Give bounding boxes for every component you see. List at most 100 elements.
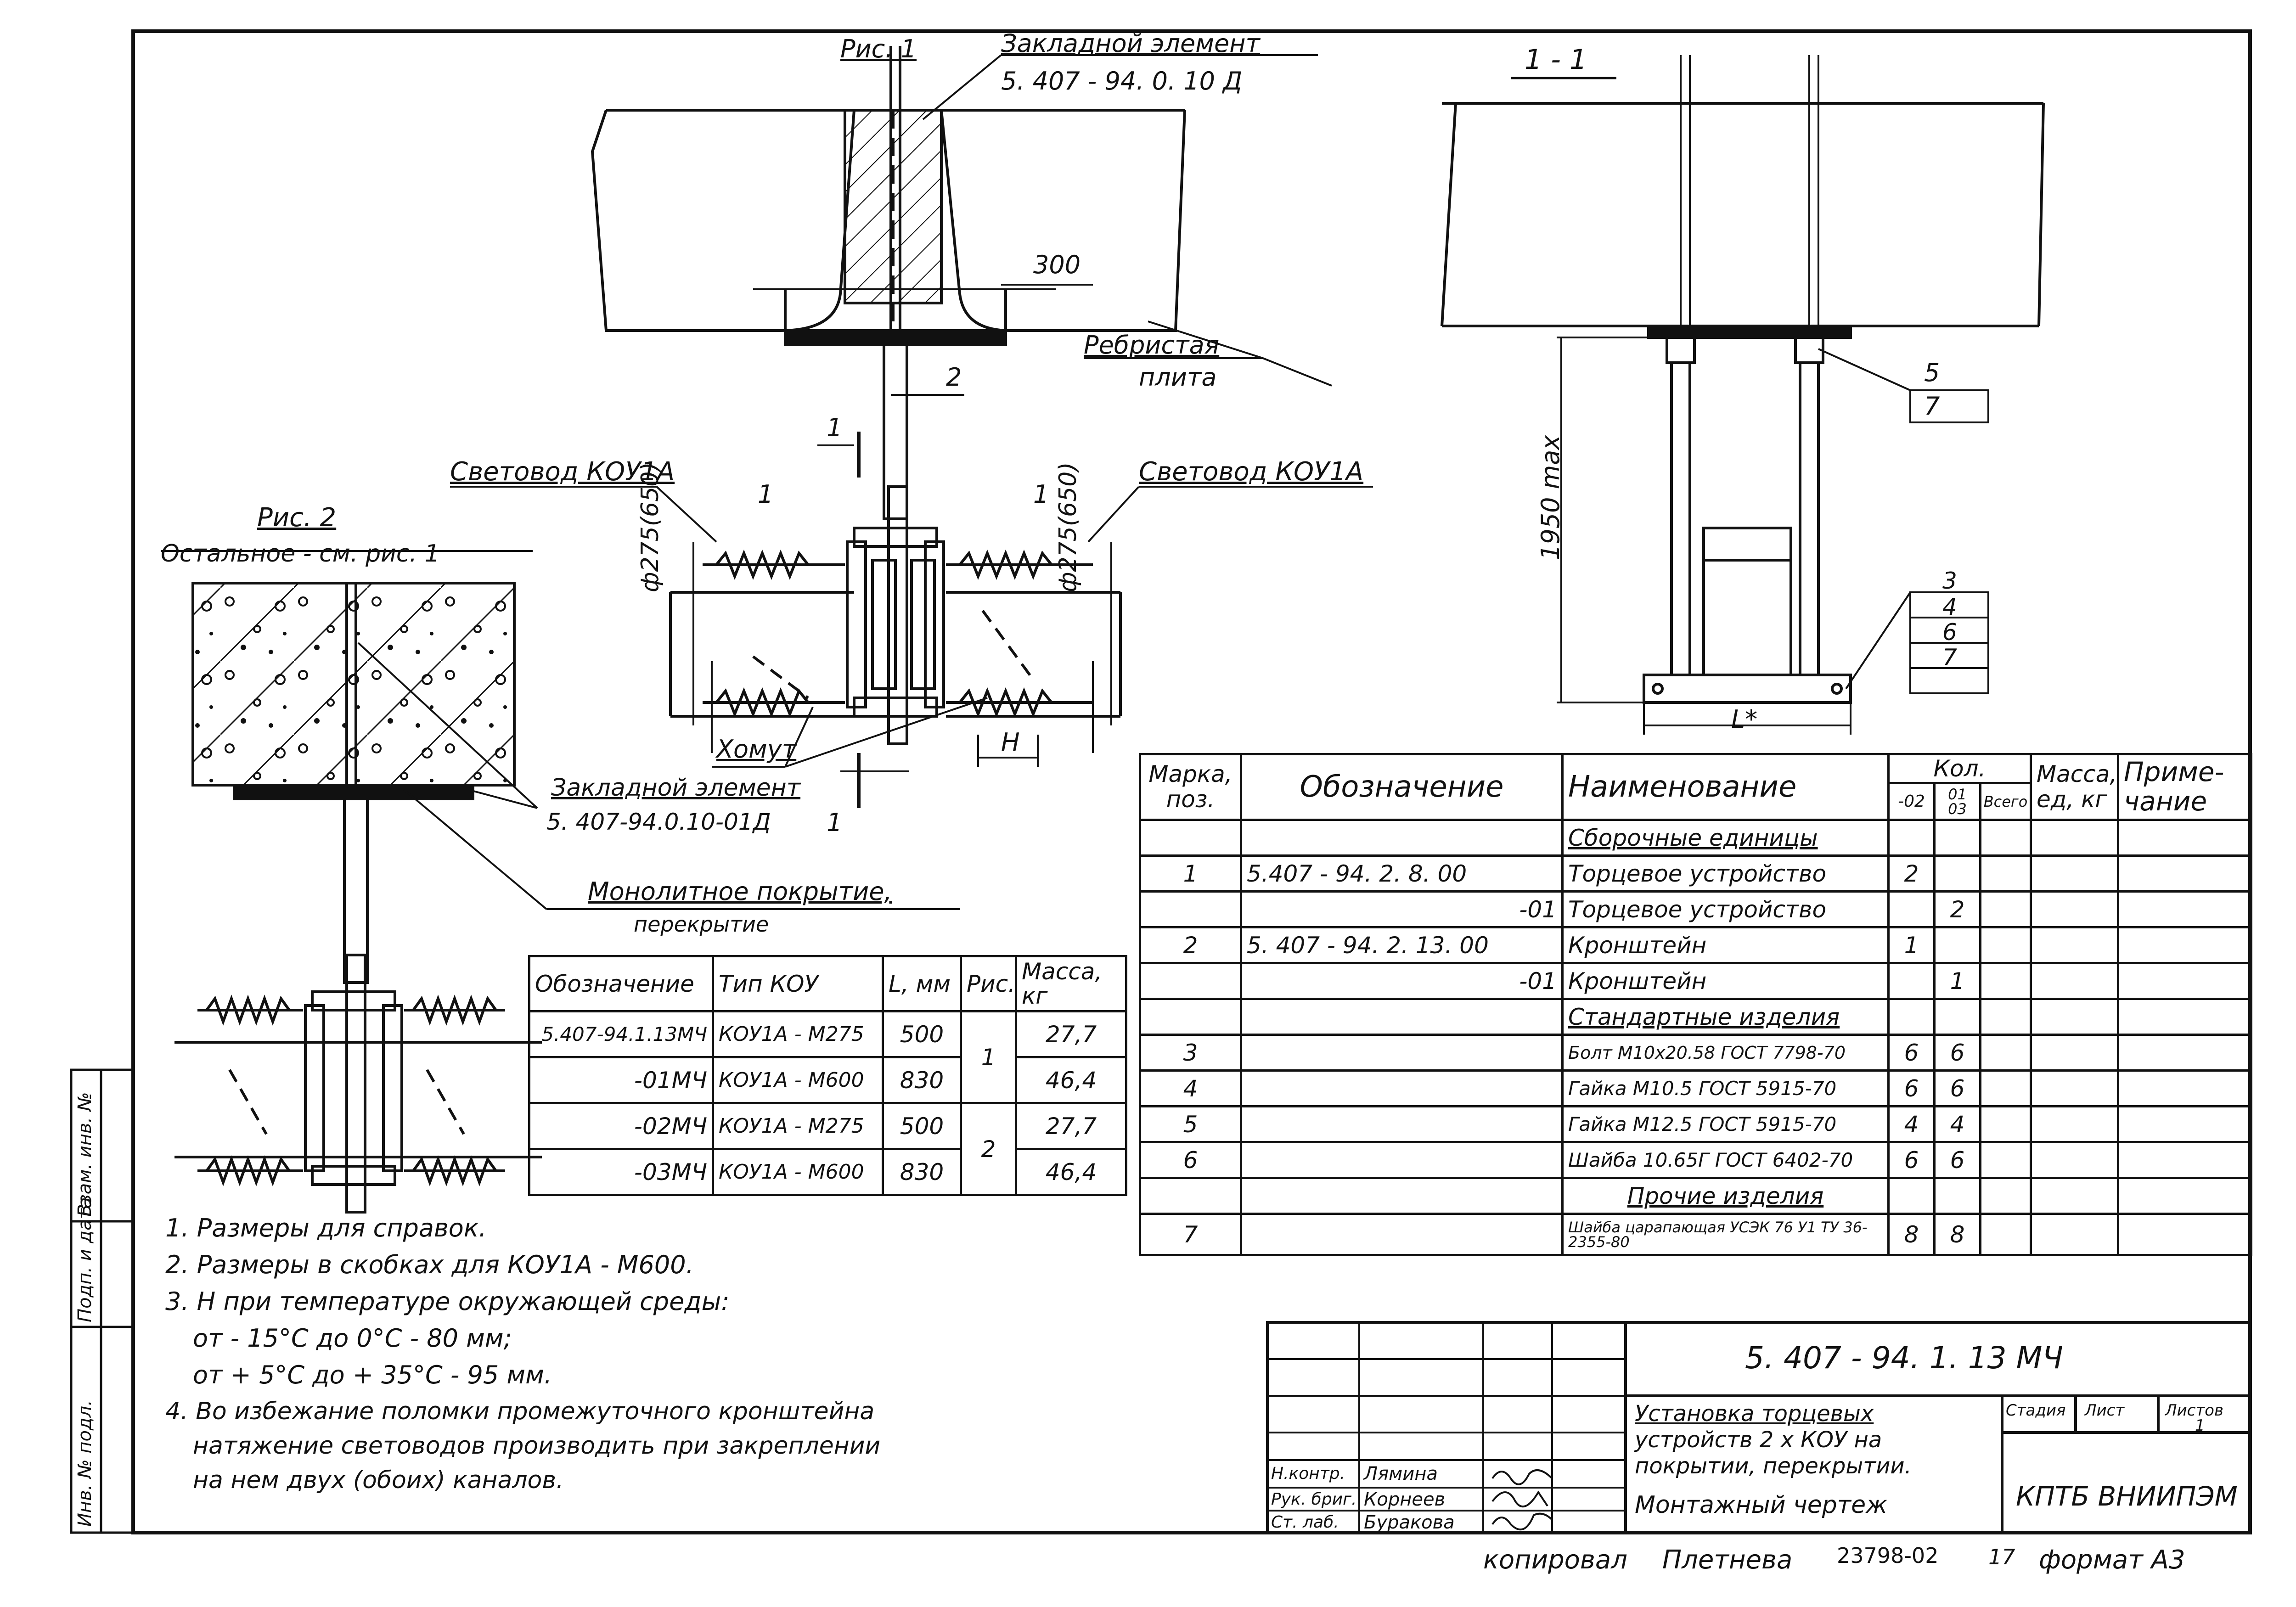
fig1-section-mark: 1: [827, 413, 843, 442]
fig1-embedded-code: 5. 407 - 94. 0. 10 Д: [1001, 67, 1243, 96]
spec-pos: 3: [1139, 1034, 1242, 1072]
person-name: Корнеев: [1364, 1489, 1446, 1510]
spec-q1: 6: [1887, 1034, 1936, 1072]
variant-mass: 27,7: [1015, 1010, 1127, 1058]
spec-pos: [1139, 890, 1242, 928]
fig2-note: Остальное - см. рис. 1: [161, 540, 440, 568]
spec-q2: 6: [1933, 1141, 1981, 1179]
variant-type: КОУ1А - М275: [712, 1102, 884, 1150]
variant-l: 500: [882, 1010, 962, 1058]
spec-pos: [1139, 998, 1242, 1036]
spec-header-name: Наименование: [1561, 753, 1890, 821]
spec-name: Гайка М10.5 ГОСТ 5915-70: [1561, 1069, 1890, 1107]
fig1-clamp: Хомут: [716, 735, 797, 764]
fig1-lightguide-right: Световод КОУ1А: [1139, 457, 1364, 487]
fig2-monolith: [161, 550, 533, 1214]
spec-code: [1240, 819, 1564, 857]
spec-q2: [1933, 1177, 1981, 1215]
spec-q1: [1887, 1177, 1936, 1215]
table-row: -01 Торцевое устройство 2: [1139, 890, 2253, 928]
spec-pos: 5: [1139, 1105, 1242, 1143]
spec-q2: 8: [1933, 1213, 1981, 1256]
note-line: на нем двух (обоих) каналов.: [193, 1467, 564, 1494]
variants-header-l: L, мм: [882, 955, 962, 1012]
fig2-title: Рис. 2: [257, 503, 337, 533]
variant-mass: 46,4: [1015, 1148, 1127, 1196]
table-row: 1 5.407 - 94. 2. 8. 00 Торцевое устройст…: [1139, 854, 2253, 893]
variant-code: -01МЧ: [528, 1056, 714, 1104]
fig2-section-mark: 1: [827, 808, 843, 837]
spec-q1: [1887, 962, 1936, 1000]
variants-header-type: Тип КОУ: [712, 955, 884, 1012]
spec-name: Кронштейн: [1561, 926, 1890, 964]
note-line: 1. Размеры для справок.: [165, 1214, 487, 1242]
spec-code: [1240, 1141, 1564, 1179]
spec-header-mark: Марка, поз.: [1139, 753, 1242, 821]
spec-q1: 6: [1887, 1069, 1936, 1107]
person-role: Ст. лаб.: [1271, 1513, 1339, 1532]
spec-q2: 1: [1933, 962, 1981, 1000]
spec-code: [1240, 1069, 1564, 1107]
organization: КПТБ ВНИИПЭМ: [2016, 1481, 2238, 1512]
spec-name: Торцевое устройство: [1561, 854, 1890, 893]
spec-name: Шайба царапающая УСЭК 76 У1 ТУ 36-2355-8…: [1561, 1213, 1890, 1256]
spec-q2: [1933, 926, 1981, 964]
section-view: [1441, 55, 2045, 735]
specification-table: Марка, поз. Обозначение Наименование Кол…: [1139, 753, 2253, 1256]
note-line: от + 5°С до + 35°С - 95 мм.: [193, 1360, 552, 1389]
variant-type: КОУ1А - М600: [712, 1056, 884, 1104]
signatures: [1491, 1469, 1553, 1531]
variant-code: -03МЧ: [528, 1148, 714, 1196]
spec-pos: [1139, 819, 1242, 857]
sheets-value: 1: [2195, 1416, 2205, 1435]
footer-format: формат А3: [2039, 1545, 2185, 1575]
spec-header-note-2: чание: [2124, 786, 2207, 817]
spec-header-note-1: Приме-: [2124, 756, 2224, 788]
table-row: Сборочные единицы: [1139, 819, 2253, 857]
spec-header-note: Приме- чание: [2117, 753, 2253, 821]
variant-fig: 2: [960, 1102, 1017, 1196]
fig1-ribbed-label-1: Ребристая: [1084, 331, 1220, 360]
spec-code: -01: [1240, 890, 1564, 928]
doc-title-3: покрытии, перекрытии.: [1635, 1453, 1912, 1479]
callout-a-top: 5: [1924, 358, 1940, 387]
spec-q1: [1887, 998, 1936, 1036]
spec-pos: 4: [1139, 1069, 1242, 1107]
variant-mass: 46,4: [1015, 1056, 1127, 1104]
spec-q1: 1: [1887, 926, 1936, 964]
spec-code: [1240, 998, 1564, 1036]
person-name: Лямина: [1364, 1463, 1438, 1484]
note-line: от - 15°С до 0°С - 80 мм;: [193, 1324, 512, 1353]
note-line: 4. Во избежание поломки промежуточного к…: [165, 1398, 875, 1425]
spec-section-title: Прочие изделия: [1561, 1177, 1890, 1215]
side-stamp: [70, 1068, 135, 1534]
table-row: 5.407-94.1.13МЧ КОУ1А - М275 500 1 27,7: [528, 1010, 1127, 1104]
spec-section-title: Сборочные единицы: [1561, 819, 1890, 857]
variant-type: КОУ1А - М275: [712, 1010, 884, 1058]
spec-code: [1240, 1034, 1564, 1072]
spec-pos: [1139, 962, 1242, 1000]
fig1-dim-h: Н: [1001, 728, 1020, 757]
section-width: L*: [1731, 705, 1758, 734]
section-title: 1 - 1: [1525, 44, 1587, 76]
fig1-diam-left: ф275(650): [636, 462, 664, 592]
fig1-pos-1-left: 1: [758, 480, 774, 509]
spec-pos: [1139, 1177, 1242, 1215]
fig1-lightguide-left: Световод КОУ1А: [450, 457, 675, 487]
callout-b-4: 7: [1942, 644, 1957, 671]
person-role: Н.контр.: [1271, 1464, 1345, 1483]
spec-q1: 8: [1887, 1213, 1936, 1256]
table-row: 5 Гайка М12.5 ГОСТ 5915-70 4 4: [1139, 1105, 2253, 1143]
fig2-monolith-1: Монолитное покрытие,: [588, 877, 892, 906]
fig2-embedded-label: Закладной элемент: [551, 774, 801, 802]
variant-l: 830: [882, 1056, 962, 1104]
footer-sheet-no: 17: [1988, 1545, 2015, 1569]
person-role: Рук. бриг.: [1271, 1490, 1357, 1509]
spec-q1: [1887, 890, 1936, 928]
spec-header-q2: 01 03: [1933, 782, 1981, 821]
spec-header-designation: Обозначение: [1240, 753, 1564, 821]
spec-q2: 4: [1933, 1105, 1981, 1143]
spec-name: Кронштейн: [1561, 962, 1890, 1000]
fig2-bracket: [174, 990, 542, 1186]
table-row: -03МЧ КОУ1А - М600 830 46,4: [528, 1148, 1127, 1196]
